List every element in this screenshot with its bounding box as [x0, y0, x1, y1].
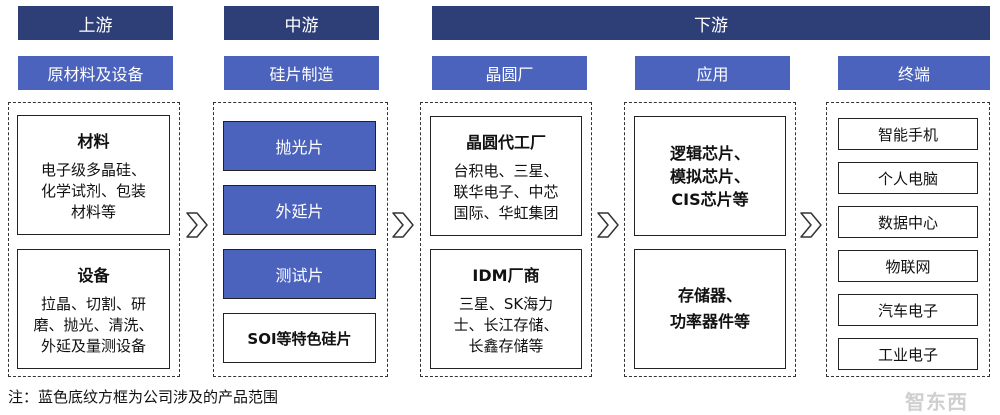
subheader-fab: 晶圆厂 [432, 56, 587, 90]
soi-wafer-label: SOI等特色硅片 [247, 329, 352, 348]
epitaxial-wafer-label: 外延片 [275, 202, 324, 221]
logic-chip-box: 逻辑芯片、 模拟芯片、 CIS芯片等 [634, 116, 786, 236]
foundry-box: 晶圆代工厂 台积电、三星、 联华电子、中芯 国际、华虹集团 [430, 116, 582, 236]
subheader-terminal-label: 终端 [897, 65, 930, 84]
soi-wafer-box: SOI等特色硅片 [223, 313, 376, 363]
flow-arrow-icon [185, 211, 209, 239]
header-midstream: 中游 [224, 6, 379, 40]
subheader-wafer-manufacturing-label: 硅片制造 [269, 65, 334, 84]
equipment-body: 拉晶、切割、研 磨、抛光、清洗、 外延及量测设备 [33, 294, 154, 355]
polished-wafer-label: 抛光片 [275, 138, 324, 157]
header-downstream-label: 下游 [694, 15, 728, 36]
subheader-fab-label: 晶圆厂 [485, 65, 534, 84]
subheader-terminal: 终端 [838, 56, 990, 90]
terminal-container [826, 102, 990, 377]
terminal-item-label: 物联网 [885, 257, 931, 276]
terminal-item-label: 汽车电子 [877, 301, 938, 320]
storage-chip-label: 存储器、 功率器件等 [669, 286, 750, 331]
header-upstream-label: 上游 [78, 15, 113, 36]
subheader-materials-equipment: 原材料及设备 [18, 56, 173, 90]
epitaxial-wafer-box: 外延片 [223, 185, 376, 235]
foundry-body: 台积电、三星、 联华电子、中芯 国际、华虹集团 [453, 161, 559, 222]
terminal-item: 个人电脑 [838, 162, 978, 194]
idm-box: IDM厂商 三星、SK海力 士、长江存储、 长鑫存储等 [430, 249, 582, 369]
materials-body: 电子级多晶硅、 化学试剂、包装 材料等 [40, 160, 146, 221]
test-wafer-box: 测试片 [223, 249, 376, 299]
terminal-item-label: 智能手机 [877, 125, 938, 144]
terminal-item: 物联网 [838, 250, 978, 282]
subheader-materials-equipment-label: 原材料及设备 [47, 65, 144, 84]
idm-title: IDM厂商 [472, 265, 540, 285]
terminal-item: 汽车电子 [838, 294, 978, 326]
subheader-application: 应用 [635, 56, 790, 90]
terminal-item-label: 个人电脑 [877, 169, 938, 188]
materials-title: 材料 [77, 131, 110, 151]
flow-arrow-icon [391, 211, 415, 239]
upstream-container [8, 102, 180, 377]
test-wafer-label: 测试片 [275, 266, 324, 285]
subheader-application-label: 应用 [696, 65, 729, 84]
terminal-item: 智能手机 [838, 118, 978, 150]
foundry-title: 晶圆代工厂 [465, 132, 546, 152]
equipment-title: 设备 [77, 265, 110, 285]
equipment-box: 设备 拉晶、切割、研 磨、抛光、清洗、 外延及量测设备 [17, 249, 170, 369]
application-container [624, 102, 796, 377]
header-upstream: 上游 [18, 6, 173, 40]
subheader-wafer-manufacturing: 硅片制造 [224, 56, 379, 90]
footnote: 注：蓝色底纹方框为公司涉及的产品范围 [8, 388, 279, 406]
midstream-container [213, 102, 388, 377]
flow-arrow-icon [596, 211, 620, 239]
polished-wafer-box: 抛光片 [223, 121, 376, 171]
flow-arrow-icon [799, 211, 823, 239]
logic-chip-label: 逻辑芯片、 模拟芯片、 CIS芯片等 [669, 143, 750, 209]
terminal-item-label: 数据中心 [877, 213, 938, 232]
idm-body: 三星、SK海力 士、长江存储、 长鑫存储等 [453, 294, 559, 355]
header-midstream-label: 中游 [284, 15, 319, 36]
materials-box: 材料 电子级多晶硅、 化学试剂、包装 材料等 [17, 115, 170, 235]
terminal-item-label: 工业电子 [877, 345, 938, 364]
header-downstream: 下游 [432, 6, 990, 40]
terminal-item: 工业电子 [838, 338, 978, 370]
terminal-item: 数据中心 [838, 206, 978, 238]
fab-container [420, 102, 592, 377]
watermark-logo: 智东西 [905, 390, 968, 414]
storage-chip-box: 存储器、 功率器件等 [634, 249, 786, 369]
